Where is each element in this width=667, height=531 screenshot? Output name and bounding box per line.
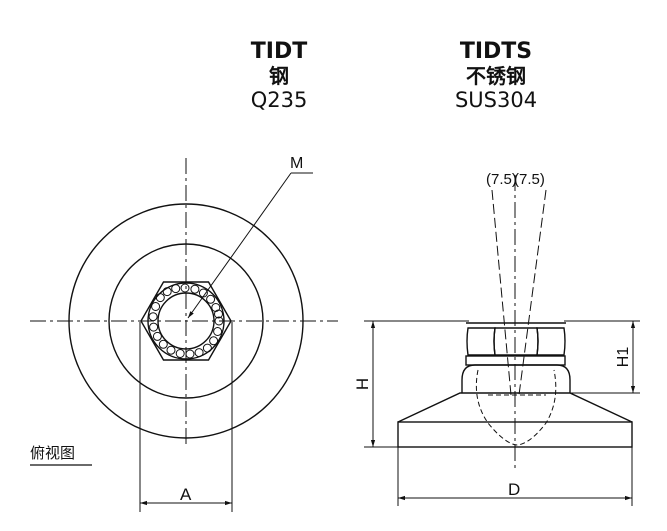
diameter-label: D — [508, 480, 520, 499]
material-tidts: 不锈钢 — [466, 64, 526, 88]
grade-tidt: Q235 — [250, 88, 308, 112]
header-tidt: TIDT 钢 Q235 — [204, 39, 354, 113]
angle-left-label: (7.5) — [486, 171, 517, 188]
bolt-angle-lines — [491, 175, 547, 470]
dimension-d — [397, 447, 633, 506]
dimension-m — [187, 172, 313, 319]
header-tidts: TIDTS 不锈钢 SUS304 — [421, 39, 571, 113]
grade-tidts: SUS304 — [454, 88, 538, 112]
hex-width-label: A — [180, 485, 192, 504]
height1-label: H1 — [615, 347, 632, 368]
hidden-ball — [475, 369, 557, 446]
thread-label: M — [290, 155, 303, 172]
model-title-tidt: TIDT — [250, 39, 308, 64]
model-title-tidts: TIDTS — [459, 39, 533, 64]
dimension-a — [139, 322, 233, 512]
material-tidt: 钢 — [269, 64, 289, 88]
nut-face-center — [493, 327, 539, 356]
height-label: H — [353, 378, 372, 390]
dimension-h — [364, 320, 469, 448]
dimension-h1 — [564, 320, 640, 394]
top-view-label: 俯视图 — [30, 445, 75, 462]
top-view-centerlines — [30, 158, 338, 445]
nut-face-right — [536, 327, 566, 356]
cap-dome — [461, 364, 571, 393]
nut-face-left — [466, 327, 496, 356]
angle-right-label: (7.5) — [514, 171, 545, 188]
